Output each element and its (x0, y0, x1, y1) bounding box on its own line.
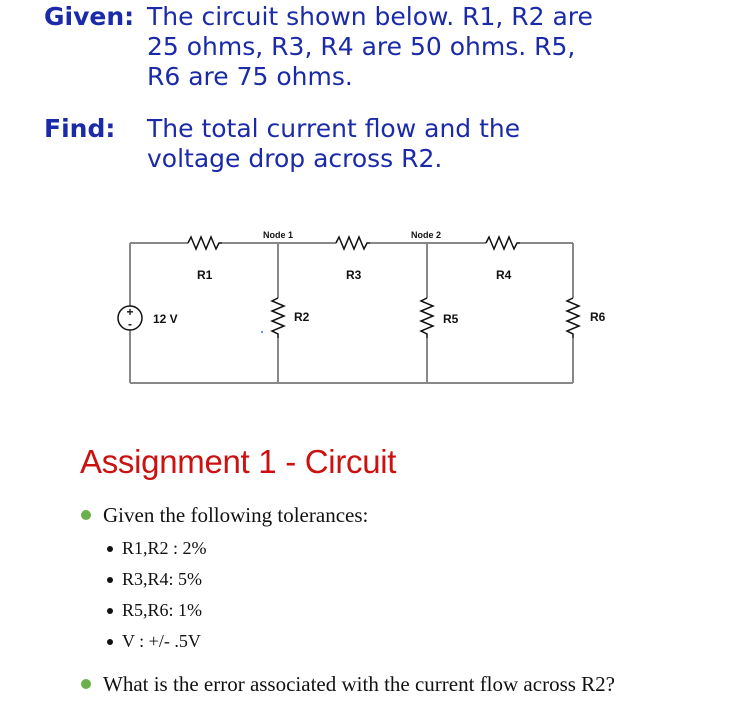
stray-dot (260, 330, 264, 334)
given-text: The circuit shown below. R1, R2 are 25 o… (147, 2, 707, 92)
find-text: The total current flow and the voltage d… (147, 114, 707, 174)
list-item: R1,R2 : 2% (107, 538, 207, 559)
given-line: R6 are 75 ohms. (147, 62, 353, 91)
bullet-text: What is the error associated with the cu… (103, 672, 615, 696)
resistor-r1 (187, 235, 222, 251)
list-item: What is the error associated with the cu… (81, 672, 615, 697)
node1-label: Node 1 (263, 230, 293, 240)
given-line: The circuit shown below. R1, R2 are (147, 2, 593, 31)
bullet-dot (107, 639, 113, 645)
bullet-text: Given the following tolerances: (103, 503, 369, 527)
r6-label: R6 (590, 310, 606, 324)
given-label: Given: (44, 2, 135, 31)
r3-label: R3 (346, 268, 362, 282)
list-item: R5,R6: 1% (107, 600, 203, 621)
r5-label: R5 (443, 312, 459, 326)
source-plus: + (126, 305, 133, 319)
list-item: Given the following tolerances: (81, 503, 369, 528)
bullet-dot (107, 608, 113, 614)
resistor-r4 (485, 235, 520, 251)
list-item: R3,R4: 5% (107, 569, 203, 590)
r2-label: R2 (294, 310, 310, 324)
sub-bullet-text: R5,R6: 1% (122, 600, 203, 620)
list-item: V : +/- .5V (107, 631, 201, 652)
bullet-dot (81, 510, 91, 520)
find-line: The total current flow and the (147, 114, 521, 143)
resistor-r3 (335, 235, 370, 251)
bullet-dot (81, 679, 91, 689)
assignment-title: Assignment 1 - Circuit (80, 443, 397, 480)
circuit-diagram: + - Node 1 Node 2 R1 R3 R4 R2 R5 R6 12 V (117, 230, 606, 384)
node2-label: Node 2 (411, 230, 441, 240)
given-line: 25 ohms, R3, R4 are 50 ohms. R5, (147, 32, 576, 61)
resistor-r6 (565, 297, 581, 338)
find-line: voltage drop across R2. (147, 144, 443, 173)
sub-bullet-text: R3,R4: 5% (122, 569, 203, 589)
resistor-r5 (419, 297, 435, 338)
voltage-source: + - (117, 305, 143, 331)
resistor-r2 (270, 297, 286, 338)
sub-bullet-text: V : +/- .5V (122, 631, 201, 651)
bullet-dot (107, 546, 113, 552)
bullet-dot (107, 577, 113, 583)
r4-label: R4 (496, 268, 512, 282)
find-label: Find: (44, 114, 116, 143)
source-minus: - (128, 317, 132, 331)
source-voltage-label: 12 V (153, 312, 178, 326)
sub-bullet-text: R1,R2 : 2% (122, 538, 207, 558)
r1-label: R1 (197, 268, 213, 282)
